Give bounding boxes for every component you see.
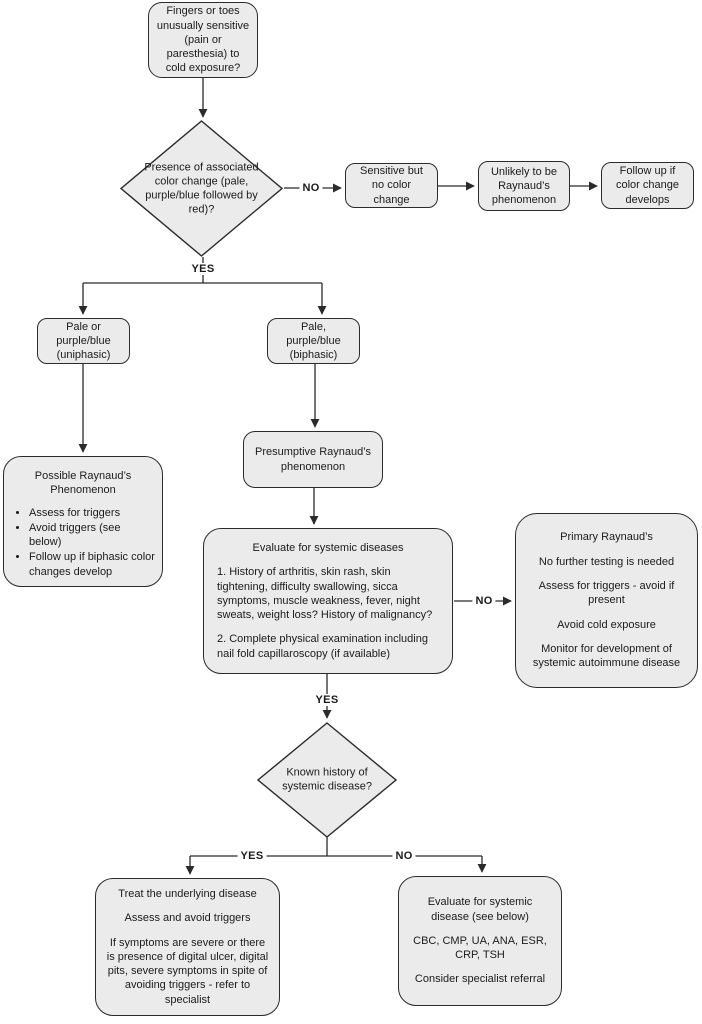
edge-label-yes-known-history: YES: [237, 850, 267, 862]
decision-color-change-text: Presence of associated color change (pal…: [144, 160, 259, 216]
node-followup-color-change-text: Follow up if color change develops: [616, 165, 679, 206]
diamond-shape: [257, 722, 397, 838]
bullet-item: Avoid triggers (see below): [29, 521, 155, 550]
node-biphasic-text: Pale, purple/blue (biphasic): [286, 320, 341, 362]
node-decision-known-history: Known history of systemic disease?: [257, 722, 397, 838]
workup-line: Evaluate for systemic disease (see below…: [427, 896, 533, 923]
workup-line: CBC, CMP, UA, ANA, ESR, CRP, TSH: [413, 934, 547, 962]
node-unlikely-raynauds: Unlikely to be Raynaud’s phenomenon: [478, 161, 570, 211]
node-sensitive-no-color: Sensitive but no color change: [345, 163, 438, 208]
primary-line: No further testing is needed: [538, 555, 675, 568]
edge-label-yes-systemic: YES: [312, 694, 342, 706]
treat-line: Assess and avoid triggers: [124, 912, 251, 925]
bullet-item: Assess for triggers: [29, 506, 155, 520]
node-biphasic: Pale, purple/blue (biphasic): [267, 318, 360, 364]
edge-label-yes-color-change: YES: [188, 263, 218, 275]
primary-line: Avoid cold exposure: [557, 618, 656, 631]
evaluate-item-2: 2. Complete physical examination includi…: [217, 633, 428, 660]
node-decision-color-change: Presence of associated color change (pal…: [120, 120, 283, 257]
node-primary-raynauds: Primary Raynaud’s No further testing is …: [515, 513, 698, 688]
edge-label-no-color-change: NO: [299, 182, 323, 194]
diamond-shape: [120, 120, 283, 257]
node-start-text: Fingers or toes unusually sensitive (pai…: [156, 5, 250, 75]
treat-line: Treat the underlying disease: [118, 887, 257, 900]
node-systemic-workup: Evaluate for systemic disease (see below…: [398, 876, 562, 1006]
node-uniphasic: Pale or purple/blue (uniphasic): [37, 318, 130, 364]
node-presumptive-raynauds-text: Presumptive Raynaud’s phenomenon: [255, 446, 371, 473]
node-possible-raynauds: Possible Raynaud’s Phenomenon Assess for…: [3, 456, 163, 587]
primary-line: Primary Raynaud’s: [560, 531, 653, 544]
node-possible-raynauds-title: Possible Raynaud’s Phenomenon: [34, 470, 132, 497]
node-sensitive-no-color-text: Sensitive but no color change: [360, 165, 423, 206]
primary-line: Monitor for development of systemic auto…: [532, 642, 681, 670]
decision-known-history-text: Known history of systemic disease?: [282, 766, 372, 793]
node-uniphasic-text: Pale or purple/blue (uniphasic): [56, 320, 111, 362]
node-presumptive-raynauds: Presumptive Raynaud’s phenomenon: [243, 431, 383, 488]
bullet-item: Follow up if biphasic color changes deve…: [29, 550, 155, 579]
possible-raynauds-bullet-list: Assess for triggers Avoid triggers (see …: [11, 506, 155, 580]
treat-line: If symptoms are severe or there is prese…: [106, 936, 269, 1006]
edge-label-no-known-history: NO: [392, 850, 416, 862]
node-start: Fingers or toes unusually sensitive (pai…: [148, 2, 258, 78]
node-evaluate-title: Evaluate for systemic diseases: [252, 541, 404, 554]
node-followup-color-change: Follow up if color change develops: [601, 162, 694, 209]
edge-label-no-systemic: NO: [472, 595, 496, 607]
node-unlikely-raynauds-text: Unlikely to be Raynaud’s phenomenon: [490, 165, 558, 207]
node-evaluate-systemic-diseases: Evaluate for systemic diseases 1. Histor…: [203, 528, 453, 674]
node-treat-underlying-disease: Treat the underlying disease Assess and …: [95, 878, 280, 1016]
evaluate-item-1: 1. History of arthritis, skin rash, skin…: [217, 566, 433, 622]
workup-line: Consider specialist referral: [414, 973, 546, 986]
primary-line: Assess for triggers - avoid if present: [538, 580, 675, 607]
